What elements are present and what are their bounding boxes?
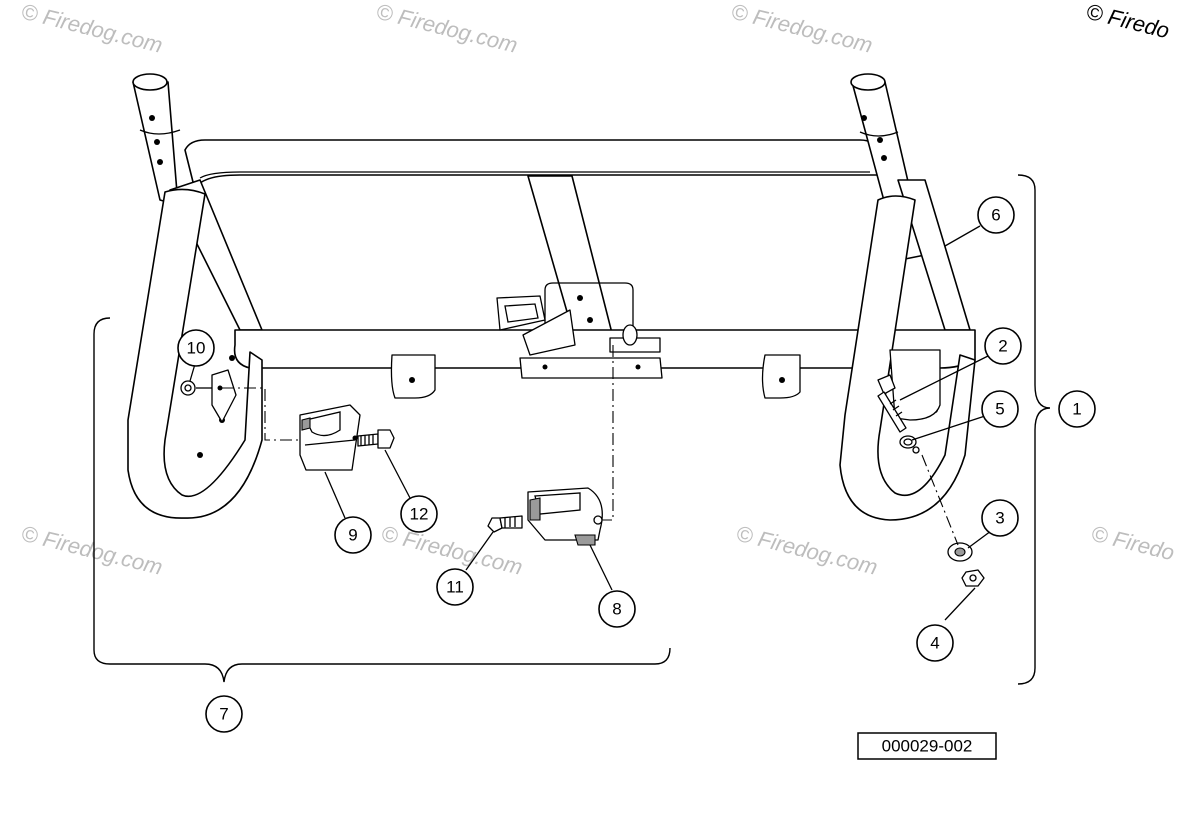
callout-6: 6 [977,196,1015,234]
callout-7: 7 [205,695,243,733]
buckle-tongue-part-8 [527,487,603,546]
leader-lines [189,225,996,621]
bolt-part-11 [487,515,523,533]
callout-12: 12 [400,495,438,533]
svg-text:3: 3 [995,509,1004,528]
callout-11: 11 [436,568,474,606]
seat-frame [127,73,976,521]
latch-pin-parts-2-5 [877,374,920,454]
svg-text:10: 10 [187,339,206,358]
callout-4: 4 [916,624,954,662]
drawing-number: 000029-002 [882,737,973,756]
watermark: © Firedog.com [19,521,165,580]
watermark: © Firedog.com [374,0,520,58]
callout-3: 3 [981,499,1019,537]
svg-text:12: 12 [410,505,429,524]
washer-part-3 [947,542,973,562]
drawing-number-label: 000029-002 [857,732,997,760]
watermark: © Firedo [1089,521,1177,566]
assembly-lines [222,345,959,546]
nut-part-4 [961,569,985,587]
callout-5: 5 [981,390,1019,428]
svg-text:2: 2 [998,337,1007,356]
callout-1: 1 [1058,390,1096,428]
bolt-part-12 [357,429,395,449]
callout-9: 9 [334,516,372,554]
svg-text:1: 1 [1072,400,1081,419]
svg-text:11: 11 [446,578,464,597]
callout-8: 8 [598,590,636,628]
callout-2: 2 [984,327,1022,365]
watermark: © Firedog.com [734,521,880,580]
svg-text:4: 4 [930,634,939,653]
svg-text:8: 8 [612,600,621,619]
svg-text:6: 6 [991,206,1000,225]
left-mount-hardware [180,369,237,423]
svg-text:9: 9 [348,526,357,545]
callout-10: 10 [177,329,215,367]
callouts: 1 2 3 4 5 6 7 8 [177,196,1096,733]
buckle-receptacle-part-9 [299,404,361,471]
svg-text:7: 7 [219,705,228,724]
watermark: © Firedog.com [19,0,165,58]
svg-text:5: 5 [995,400,1004,419]
assembly-braces [93,174,1051,685]
watermark: © Firedog.com [729,0,875,58]
watermark-corner: © Firedo [1084,0,1172,43]
